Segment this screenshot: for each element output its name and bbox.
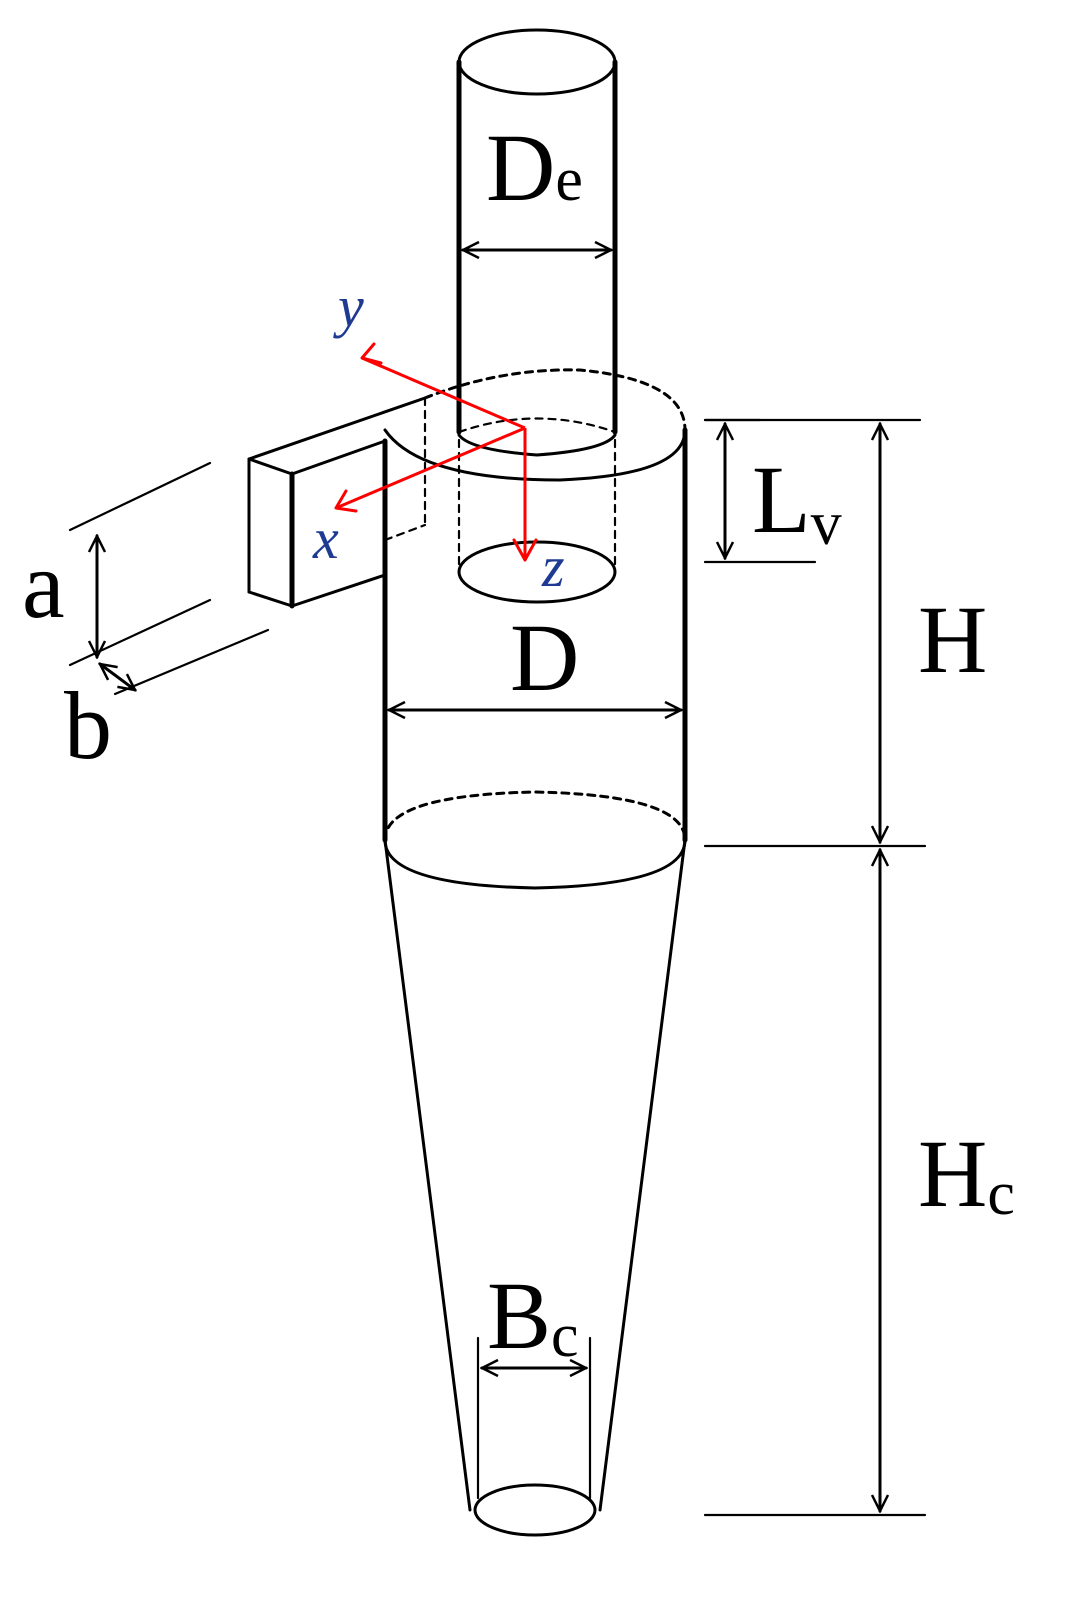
dust-outlet-ellipse [473, 1483, 597, 1537]
label-a: a [22, 531, 65, 638]
dimensions [68, 250, 927, 1517]
top-hidden-rim [423, 368, 687, 432]
y-axis-line [361, 356, 526, 430]
cylinder-body [382, 427, 688, 890]
label-de: De [486, 114, 583, 221]
coordinate-axes [334, 342, 538, 562]
cone-right-wall [598, 838, 687, 1512]
outlet-top-ellipse [457, 28, 617, 96]
label-lv: Lv [752, 446, 842, 558]
outlet-top-base [457, 433, 617, 457]
cone-left-wall [383, 838, 472, 1512]
inlet-top-front [247, 439, 387, 476]
inlet-bottom-front [290, 573, 387, 608]
cylinder-bottom-hidden [383, 790, 687, 842]
z-axis-arrowhead [512, 538, 538, 562]
cylinder-bottom-front [383, 838, 687, 890]
inlet-duct [247, 396, 427, 609]
a-ext-top [68, 461, 212, 532]
b-ext [113, 628, 270, 696]
y-axis-arrowhead [360, 342, 383, 365]
cyclone-top [383, 368, 687, 482]
top-front-rim [383, 428, 687, 482]
inlet-hidden-bottom [383, 523, 427, 542]
label-b: b [64, 672, 112, 779]
x-axis-line [335, 426, 526, 510]
label-hc: Hc [918, 1120, 1015, 1228]
b-arrow [100, 664, 135, 690]
vortex-finder [456, 28, 618, 604]
outlet-hidden-edge [457, 417, 617, 434]
inlet-top-back [247, 396, 427, 461]
label-h: H [918, 586, 987, 693]
x-axis-arrowhead [334, 489, 358, 513]
labels: De Lv H Hc D Bc a b y x z [22, 114, 1015, 1370]
label-y-axis: y [333, 274, 364, 339]
cone-body [383, 838, 687, 1537]
label-x-axis: x [312, 506, 339, 571]
label-bc: Bc [487, 1262, 579, 1370]
label-z-axis: z [541, 534, 565, 599]
label-d: D [510, 604, 579, 711]
a-ext-bottom [68, 598, 212, 667]
inlet-bottom-edge [247, 590, 294, 608]
outlet-bottom-ellipse [457, 540, 617, 604]
